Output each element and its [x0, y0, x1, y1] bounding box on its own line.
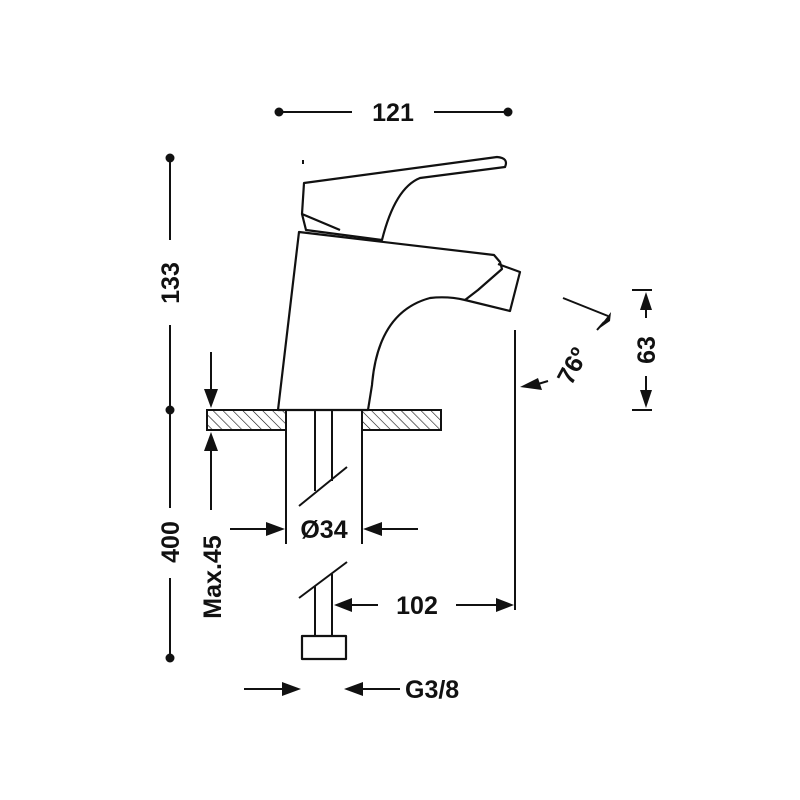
counter-left: [206, 409, 287, 431]
faucet-outline: [276, 155, 522, 412]
label-reach: 102: [396, 592, 438, 620]
label-spout-height: 63: [633, 336, 661, 364]
dimension-top-width: 121: [274, 99, 513, 127]
label-total-height: 400: [157, 521, 185, 563]
dimension-spout-angle: 76º: [520, 297, 611, 390]
dimension-body-height: 133: [157, 153, 185, 415]
label-body-height: 133: [157, 262, 185, 304]
dimension-max-thickness: Max.45: [199, 352, 227, 619]
dimension-spout-height: 63: [632, 289, 661, 411]
spout-aerator: [464, 262, 522, 313]
label-pipe-diameter: Ø34: [300, 516, 347, 544]
label-thread: G3/8: [405, 676, 459, 704]
dimension-reach: 102: [334, 330, 516, 620]
dimension-pipe-diameter: Ø34: [230, 430, 418, 544]
counter-right: [361, 409, 442, 431]
lever-handle-underside: [301, 212, 341, 232]
label-max-thickness: Max.45: [199, 535, 227, 618]
lever-handle: [300, 155, 508, 242]
label-spout-angle: 76º: [552, 343, 594, 389]
dimension-total-height: 400: [157, 410, 185, 663]
label-top-width: 121: [372, 99, 414, 127]
dimension-thread: G3/8: [244, 676, 459, 704]
pipe-connector: [300, 634, 348, 661]
mounting-surface: [206, 409, 442, 431]
faucet-body: [276, 230, 504, 412]
supply-pipe: [298, 410, 348, 661]
